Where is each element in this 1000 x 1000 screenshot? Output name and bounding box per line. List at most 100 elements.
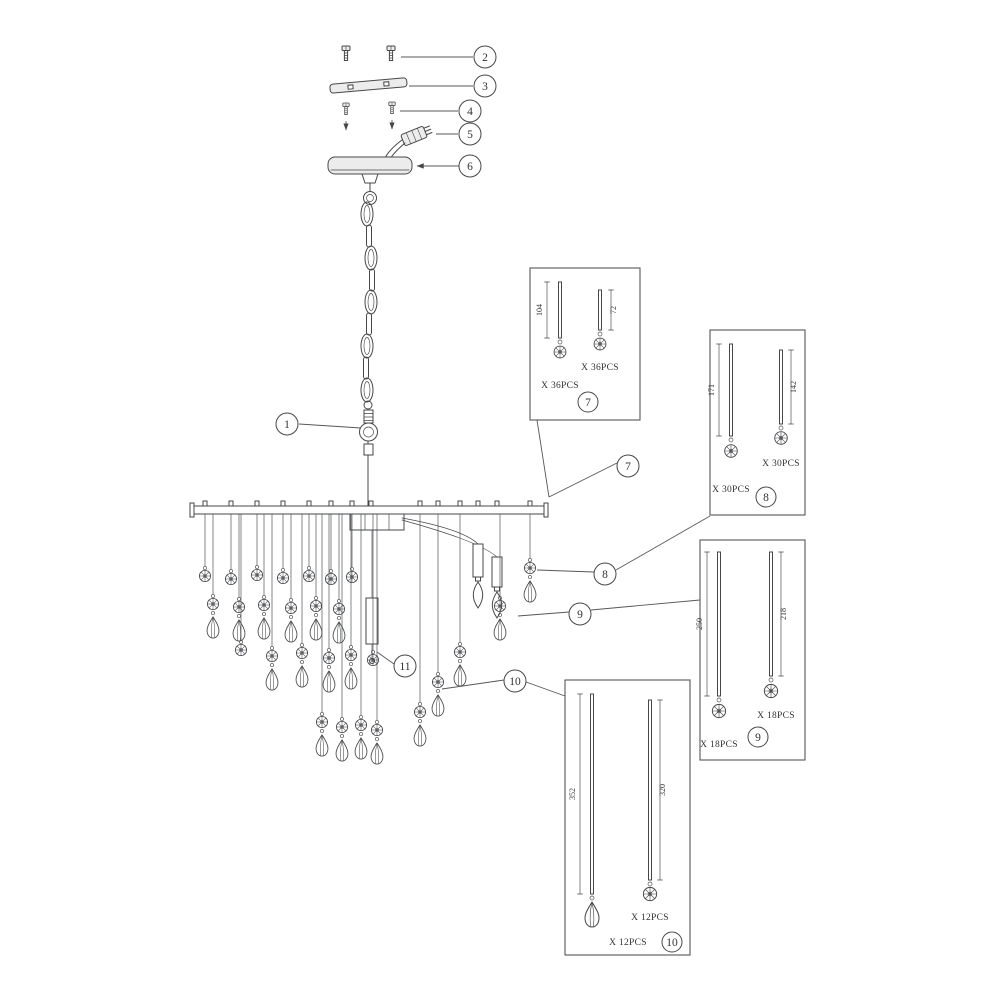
- callout-9: 9: [517, 599, 701, 626]
- piece-count: X 30PCS: [762, 459, 800, 469]
- callout-6: 6: [416, 154, 482, 178]
- crystal-strand: [370, 513, 384, 765]
- crystal-teardrop-icon: [315, 734, 329, 757]
- callout-number: 3: [482, 81, 488, 93]
- crystal-teardrop-icon: [413, 724, 427, 747]
- crystal-octagon-icon: [309, 600, 323, 612]
- crystal-teardrop-icon: [335, 739, 349, 762]
- crystal-teardrop-icon: [523, 580, 537, 603]
- piece-count: X 12PCS: [631, 913, 669, 923]
- crystal-strand: [265, 513, 279, 691]
- callout-number: 2: [482, 52, 488, 64]
- crystal-octagon-icon: [493, 600, 507, 612]
- callout-2: 2: [401, 45, 497, 69]
- crystal-octagon-icon: [332, 603, 346, 615]
- crystal-octagon-icon: [234, 644, 248, 656]
- crystal-octagon-icon: [284, 602, 298, 614]
- crystal-octagon-icon: [724, 444, 738, 458]
- crystal-octagon-icon: [257, 599, 271, 611]
- wire-connector: [384, 125, 433, 160]
- crystal-strand: [413, 513, 427, 747]
- dimension-label: 171: [707, 384, 716, 396]
- crystal-strand: [345, 513, 359, 583]
- screw-icon: [341, 45, 351, 61]
- crystal-octagon-icon: [774, 431, 788, 445]
- crystal-strand: [198, 513, 212, 582]
- callout-number: 7: [625, 461, 631, 473]
- crystal-teardrop-icon: [206, 616, 220, 639]
- crystal-octagon-icon: [276, 572, 290, 584]
- callout-1: 1: [275, 412, 362, 436]
- detail-box-8: 171 X 30PCS 142 X 30PCS 8: [707, 329, 806, 516]
- box-number: 10: [666, 937, 678, 949]
- crystal-octagon-icon: [345, 571, 359, 583]
- crystal-strand: [250, 513, 264, 581]
- crystal-teardrop-icon: [493, 618, 507, 641]
- crystal-teardrop-icon: [370, 742, 384, 765]
- screw-icon: [386, 45, 396, 61]
- crystal-octagon-icon: [250, 569, 264, 581]
- crystal-strand: [523, 513, 537, 603]
- dimension-label: 250: [695, 618, 704, 630]
- screw-icon: [342, 102, 350, 115]
- crystal-strand: [431, 513, 445, 717]
- mounting-screws-small: [342, 101, 396, 131]
- canopy-loop: [363, 191, 377, 205]
- crystal-strand: [332, 513, 346, 644]
- callout-number: 9: [577, 609, 583, 621]
- crystal-strand: [322, 513, 336, 693]
- piece-count: X 36PCS: [541, 381, 579, 391]
- callout-3: 3: [409, 74, 497, 98]
- crystal-teardrop-icon: [431, 694, 445, 717]
- crystal-teardrop-icon: [284, 620, 298, 643]
- callout-10: 10: [441, 669, 566, 697]
- crystal-strand: [232, 513, 246, 642]
- crystal-octagon-icon: [302, 570, 316, 582]
- mounting-bracket: [329, 77, 408, 94]
- box-number: 9: [755, 732, 761, 744]
- dimension-label: 72: [609, 306, 618, 314]
- crystal-strand: [234, 513, 248, 656]
- crystal-teardrop-icon: [295, 665, 309, 688]
- crystal-strand: [295, 513, 309, 688]
- crystal-octagon-icon: [711, 703, 727, 719]
- crystal-octagon-icon: [224, 573, 238, 585]
- callout-number: 1: [284, 419, 290, 431]
- center-rod: [365, 529, 379, 664]
- crystal-strand: [354, 513, 368, 760]
- crystal-strand: [302, 513, 316, 582]
- crystal-teardrop-icon: [265, 668, 279, 691]
- dimension-label: 142: [789, 381, 798, 393]
- crystal-octagon-icon: [198, 570, 212, 582]
- candle-bulb: [472, 543, 484, 609]
- piece-count: X 18PCS: [757, 711, 795, 721]
- crystal-strand: [276, 513, 290, 584]
- callout-11: 11: [376, 651, 417, 678]
- dimension-label: 218: [779, 608, 788, 620]
- piece-count: X 36PCS: [581, 363, 619, 373]
- crystal-octagon-icon: [354, 719, 368, 731]
- crystal-octagon-icon: [553, 345, 567, 359]
- crystal-strand: [335, 513, 349, 762]
- ceiling-canopy: [327, 156, 413, 205]
- crystal-octagon-icon: [524, 562, 536, 574]
- piece-count: X 12PCS: [609, 938, 647, 948]
- crystal-octagon-icon: [206, 598, 220, 610]
- callout-4: 4: [400, 99, 482, 123]
- callout-8: 8: [536, 515, 711, 586]
- candle-arm: [401, 517, 479, 545]
- dimension-label: 104: [535, 304, 544, 316]
- callout-number: 4: [467, 106, 473, 118]
- crystal-teardrop-icon: [322, 670, 336, 693]
- crystal-strand: [366, 513, 380, 666]
- callout-number: 5: [467, 129, 473, 141]
- crystal-octagon-icon: [315, 716, 329, 728]
- crystal-strand: [324, 513, 338, 585]
- crystal-teardrop-icon: [332, 621, 346, 644]
- crystal-strand: [206, 513, 220, 639]
- detail-box-10: 352 X 12PCS 320 X 12PCS 10: [564, 679, 691, 956]
- box-number: 7: [585, 397, 591, 409]
- piece-count: X 18PCS: [700, 740, 738, 750]
